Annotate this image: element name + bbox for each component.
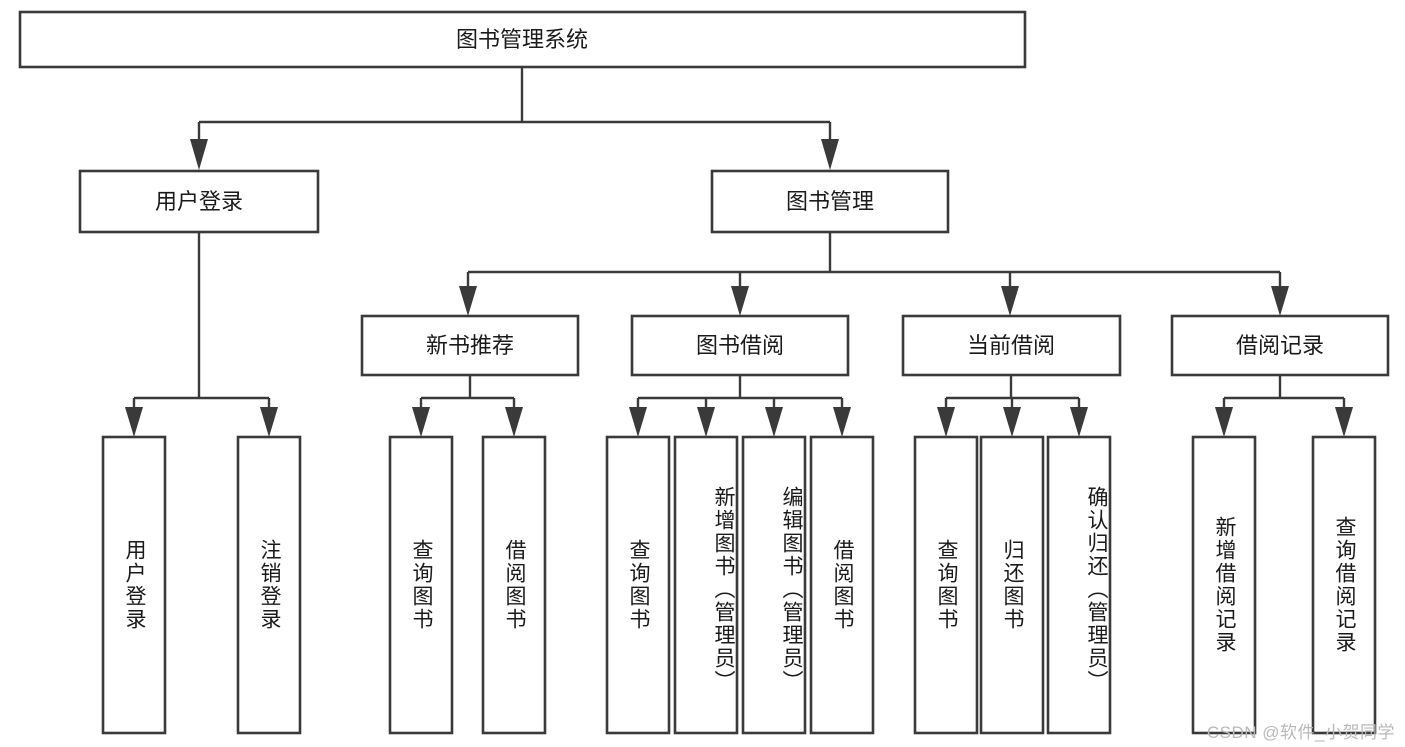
node-box-new-book-recommend[interactable] — [360, 314, 580, 377]
arrow-head-user-login — [190, 139, 208, 170]
connector-group-root — [190, 67, 839, 170]
arrow-head-leaf-query-book-2 — [629, 407, 647, 437]
node-label-borrow-record: 借阅记录 — [1236, 333, 1324, 358]
node-label-new-book-recommend: 新书推荐 — [426, 333, 514, 358]
node-label-current-borrow: 当前借阅 — [967, 333, 1055, 358]
arrow-head-leaf-user-login — [125, 407, 143, 437]
node-box-leaf-borrow-book-2[interactable] — [809, 435, 875, 735]
connector-group-borrow-record — [1215, 375, 1353, 437]
arrow-head-leaf-confirm-return — [1070, 407, 1088, 437]
node-box-leaf-query-book-2[interactable] — [605, 435, 671, 735]
node-box-leaf-query-book-1[interactable] — [388, 435, 454, 735]
arrow-head-leaf-edit-book — [765, 407, 783, 437]
arrow-head-leaf-query-record — [1335, 407, 1353, 437]
node-box-leaf-add-book[interactable] — [673, 435, 739, 735]
arrow-head-leaf-query-book-3 — [937, 407, 955, 437]
node-box-book-management[interactable] — [710, 169, 950, 234]
connector-group-book-borrow — [629, 375, 851, 437]
node-label-root: 图书管理系统 — [456, 27, 588, 52]
node-label-book-management: 图书管理 — [786, 189, 874, 214]
node-box-leaf-query-record[interactable] — [1311, 435, 1377, 735]
watermark: CSDN @软件_小贺同学 — [1206, 723, 1395, 742]
connector-group-book-management — [459, 232, 1289, 316]
arrow-head-leaf-add-record — [1215, 407, 1233, 437]
node-box-leaf-add-record[interactable] — [1191, 435, 1257, 735]
connector-group-new-book-recommend — [412, 375, 523, 437]
arrow-head-leaf-logout — [260, 407, 278, 437]
arrow-head-leaf-borrow-book-2 — [833, 407, 851, 437]
node-box-root[interactable] — [18, 10, 1027, 69]
arrow-head-borrow-record — [1271, 286, 1289, 316]
node-box-leaf-user-login[interactable] — [101, 435, 167, 735]
arrow-head-new-book-recommend — [459, 286, 477, 316]
arrow-head-book-borrow — [731, 286, 749, 316]
connector-group-user-login — [125, 232, 278, 437]
node-box-leaf-borrow-book-1[interactable] — [481, 435, 547, 735]
node-box-leaf-query-book-3[interactable] — [913, 435, 979, 735]
node-box-leaf-return-book[interactable] — [979, 435, 1045, 735]
node-box-user-login[interactable] — [78, 169, 320, 234]
node-box-borrow-record[interactable] — [1170, 314, 1390, 377]
node-label-user-login: 用户登录 — [155, 189, 243, 214]
node-box-leaf-edit-book[interactable] — [741, 435, 807, 735]
arrow-head-leaf-borrow-book-1 — [505, 407, 523, 437]
arrow-head-book-mgmt — [821, 139, 839, 170]
node-box-book-borrow[interactable] — [630, 314, 850, 377]
node-label-book-borrow: 图书借阅 — [696, 333, 784, 358]
arrow-head-leaf-return-book — [1003, 407, 1021, 437]
node-box-leaf-logout[interactable] — [236, 435, 302, 735]
arrow-head-current-borrow — [1001, 286, 1019, 316]
node-box-current-borrow[interactable] — [901, 314, 1122, 377]
connector-group-current-borrow — [937, 375, 1088, 437]
node-box-leaf-confirm-return[interactable] — [1046, 435, 1112, 735]
arrow-head-leaf-add-book — [697, 407, 715, 437]
arrow-head-leaf-query-book-1 — [412, 407, 430, 437]
